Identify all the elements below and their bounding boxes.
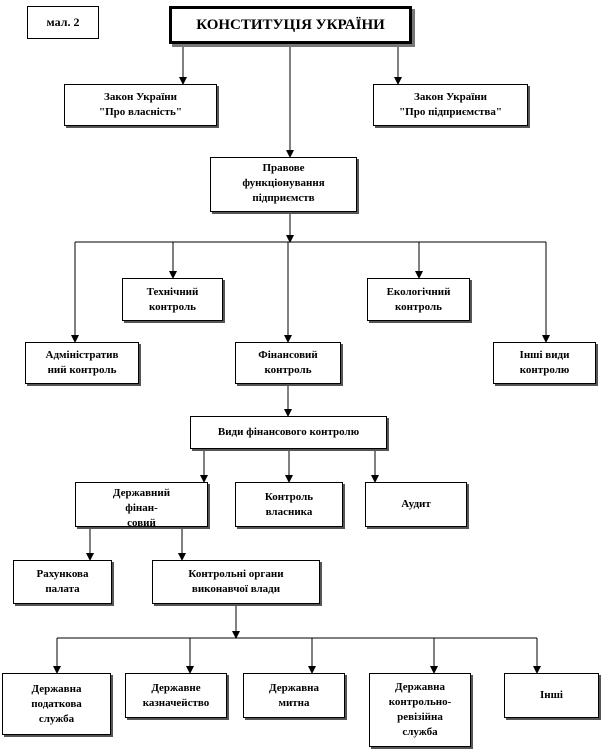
node-audit: Аудит: [365, 482, 467, 527]
node-treasury: Державне казначейство: [125, 673, 227, 718]
node-accounting-chamber-text: Рахункова палата: [36, 568, 89, 595]
node-others: Інші: [504, 673, 599, 718]
node-legal: Правове функціонування підприємств: [210, 157, 357, 212]
node-fin-types-text: Види фінансового контролю: [217, 426, 360, 438]
node-financial: Фінансовий контроль: [235, 342, 341, 384]
node-tax-service: Державна податкова служба: [2, 673, 111, 735]
node-exec-bodies-text: Контрольні органи виконавчої влади: [188, 568, 284, 595]
node-customs-text: Державна митна: [269, 681, 319, 709]
node-audit-service-text: Державна контрольно- ревізійна служба: [388, 681, 452, 738]
node-administrative: Адміністратив ний контроль: [25, 342, 139, 384]
constitution-title: КОНСТИТУЦІЯ УКРАЇНИ: [169, 6, 412, 44]
node-fin-types: Види фінансового контролю: [190, 416, 387, 449]
node-audit-text: Аудит: [401, 498, 431, 510]
figure-label: мал. 2: [27, 6, 99, 39]
node-legal-text: Правове функціонування підприємств: [242, 162, 325, 204]
node-technical: Технічний контроль: [122, 278, 223, 321]
node-accounting-chamber: Рахункова палата: [13, 560, 112, 604]
node-law-enterprise-text: Закон України "Про підприємства": [399, 91, 502, 118]
node-technical-text: Технічний контроль: [146, 285, 199, 313]
node-financial-text: Фінансовий контроль: [258, 349, 318, 376]
node-others-text: Інші: [540, 689, 563, 701]
node-law-property-text: Закон України "Про власність": [99, 91, 182, 118]
figure-label-text: мал. 2: [46, 15, 80, 29]
node-administrative-text: Адміністратив ний контроль: [45, 349, 119, 376]
node-treasury-text: Державне казначейство: [142, 681, 210, 709]
node-state-fin-text: Державний фінан- совий: [112, 487, 171, 527]
node-tax-service-text: Державна податкова служба: [31, 682, 82, 725]
node-owner-control-text: Контроль власника: [264, 490, 314, 518]
node-audit-service: Державна контрольно- ревізійна служба: [369, 673, 471, 747]
node-customs: Державна митна: [243, 673, 345, 718]
node-exec-bodies: Контрольні органи виконавчої влади: [152, 560, 320, 604]
node-ecological-text: Екологічний контроль: [386, 285, 451, 313]
node-ecological: Екологічний контроль: [367, 278, 470, 321]
node-other-control: Інші види контролю: [493, 342, 596, 384]
node-state-fin: Державний фінан- совий: [75, 482, 208, 527]
constitution-title-text: КОНСТИТУЦІЯ УКРАЇНИ: [196, 16, 385, 33]
node-law-property: Закон України "Про власність": [64, 84, 217, 126]
node-owner-control: Контроль власника: [235, 482, 343, 527]
node-other-control-text: Інші види контролю: [519, 349, 570, 376]
node-law-enterprise: Закон України "Про підприємства": [373, 84, 528, 126]
